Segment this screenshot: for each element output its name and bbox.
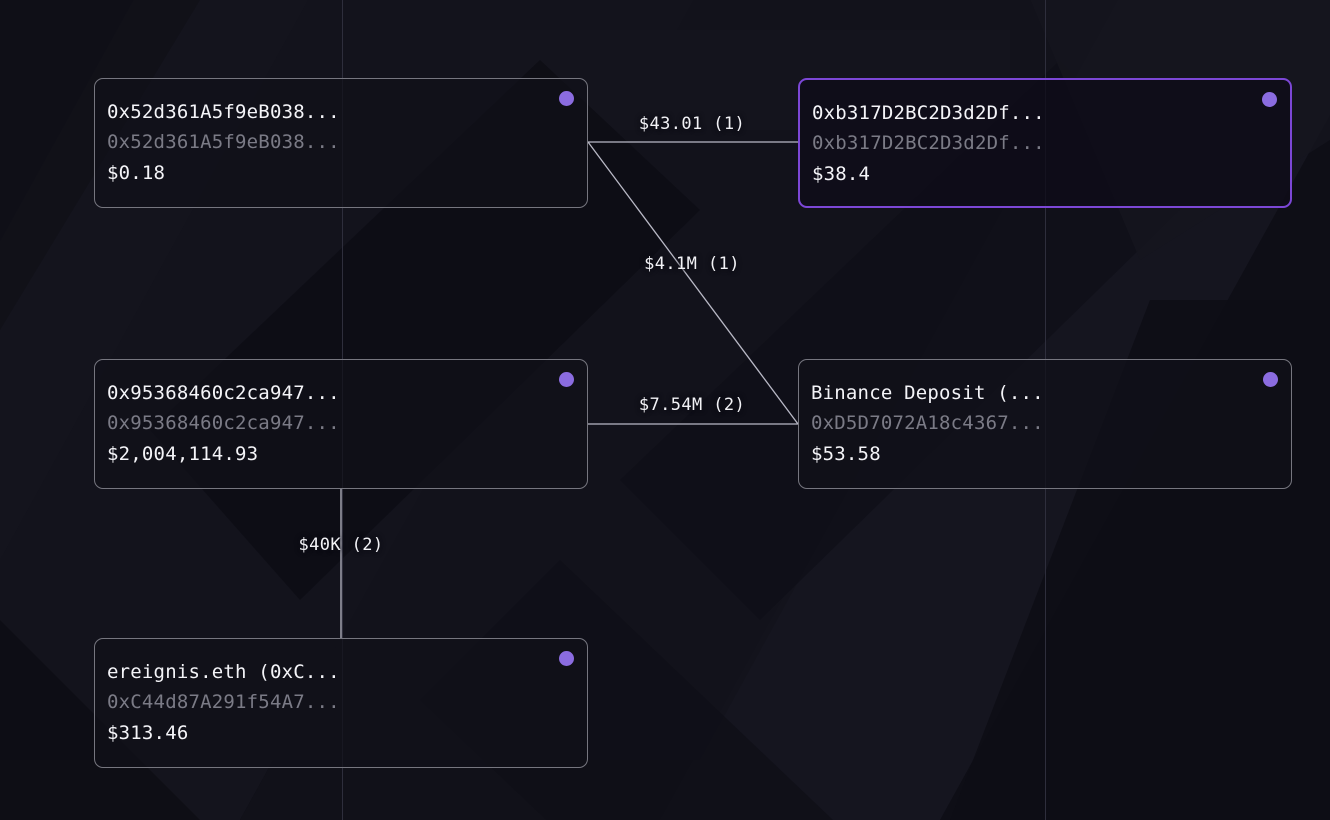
node-address: 0xC44d87A291f54A7...	[107, 691, 340, 713]
node-address: 0xb317D2BC2D3d2Df...	[812, 132, 1045, 154]
node-title: 0xb317D2BC2D3d2Df...	[812, 102, 1045, 124]
node-title: Binance Deposit (...	[811, 382, 1044, 404]
status-dot	[559, 651, 574, 666]
graph-node-0x52d361[interactable]: 0x52d361A5f9eB038... 0x52d361A5f9eB038..…	[94, 78, 588, 208]
node-value: $0.18	[107, 162, 166, 184]
edge-52d361-to-binance[interactable]	[587, 141, 799, 425]
edge-label-43-01[interactable]: $43.01 (1)	[638, 114, 746, 134]
node-title: 0x52d361A5f9eB038...	[107, 101, 340, 123]
node-value: $2,004,114.93	[107, 443, 259, 465]
node-title: ereignis.eth (0xC...	[107, 661, 340, 683]
status-dot	[559, 91, 574, 106]
graph-node-ereignis-eth[interactable]: ereignis.eth (0xC... 0xC44d87A291f54A7..…	[94, 638, 588, 768]
graph-node-binance-deposit[interactable]: Binance Deposit (... 0xD5D7072A18c4367..…	[798, 359, 1292, 489]
status-dot	[1263, 372, 1278, 387]
status-dot	[559, 372, 574, 387]
node-address: 0xD5D7072A18c4367...	[811, 412, 1044, 434]
edge-label-7-54m[interactable]: $7.54M (2)	[638, 395, 746, 415]
graph-node-0xb317d2[interactable]: 0xb317D2BC2D3d2Df... 0xb317D2BC2D3d2Df..…	[798, 78, 1292, 208]
node-value: $313.46	[107, 722, 189, 744]
node-title: 0x95368460c2ca947...	[107, 382, 340, 404]
graph-node-0x953684[interactable]: 0x95368460c2ca947... 0x95368460c2ca947..…	[94, 359, 588, 489]
node-value: $53.58	[811, 443, 881, 465]
node-value: $38.4	[812, 163, 871, 185]
edge-label-40k[interactable]: $40K (2)	[298, 535, 384, 555]
node-address: 0x95368460c2ca947...	[107, 412, 340, 434]
node-address: 0x52d361A5f9eB038...	[107, 131, 340, 153]
status-dot	[1262, 92, 1277, 107]
edge-label-4-1m[interactable]: $4.1M (1)	[644, 254, 740, 274]
